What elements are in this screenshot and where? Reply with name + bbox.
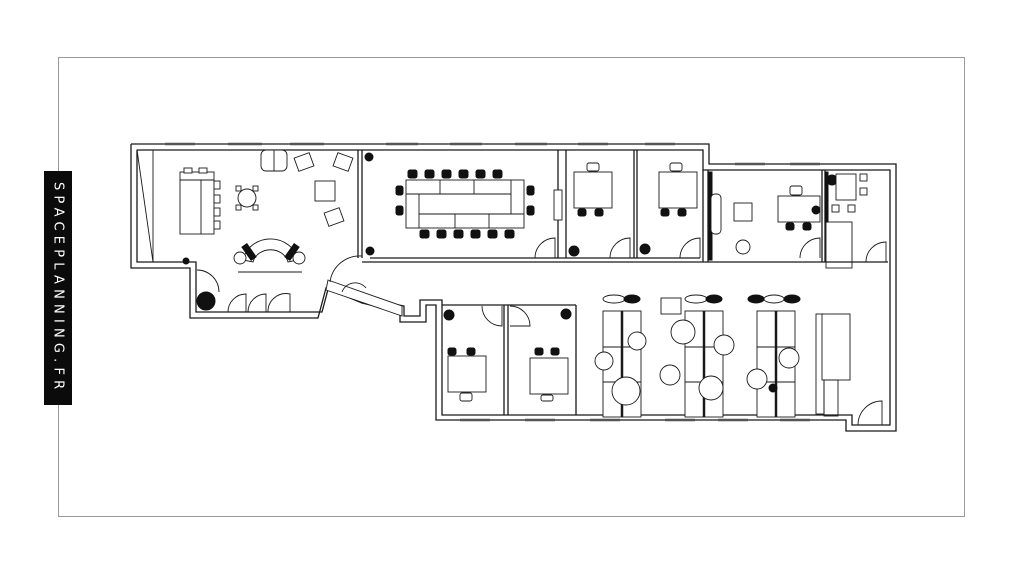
meeting-room — [364, 152, 563, 259]
manager-office — [708, 171, 821, 261]
reception-lounge — [179, 149, 367, 313]
open-space — [594, 294, 883, 426]
kitchenette — [824, 171, 887, 263]
workstation-cluster-3 — [746, 294, 801, 418]
office-4 — [509, 305, 572, 402]
brand-badge: SPACEPLANNING.FR — [44, 171, 72, 405]
office-3 — [443, 305, 503, 402]
brand-label: SPACEPLANNING.FR — [50, 181, 66, 395]
plant-icon — [196, 291, 216, 311]
office-1 — [568, 162, 631, 259]
workstation-cluster-1 — [594, 294, 647, 418]
outer-walls — [130, 142, 897, 432]
office-2 — [639, 162, 701, 259]
workstation-cluster-2 — [659, 294, 735, 418]
